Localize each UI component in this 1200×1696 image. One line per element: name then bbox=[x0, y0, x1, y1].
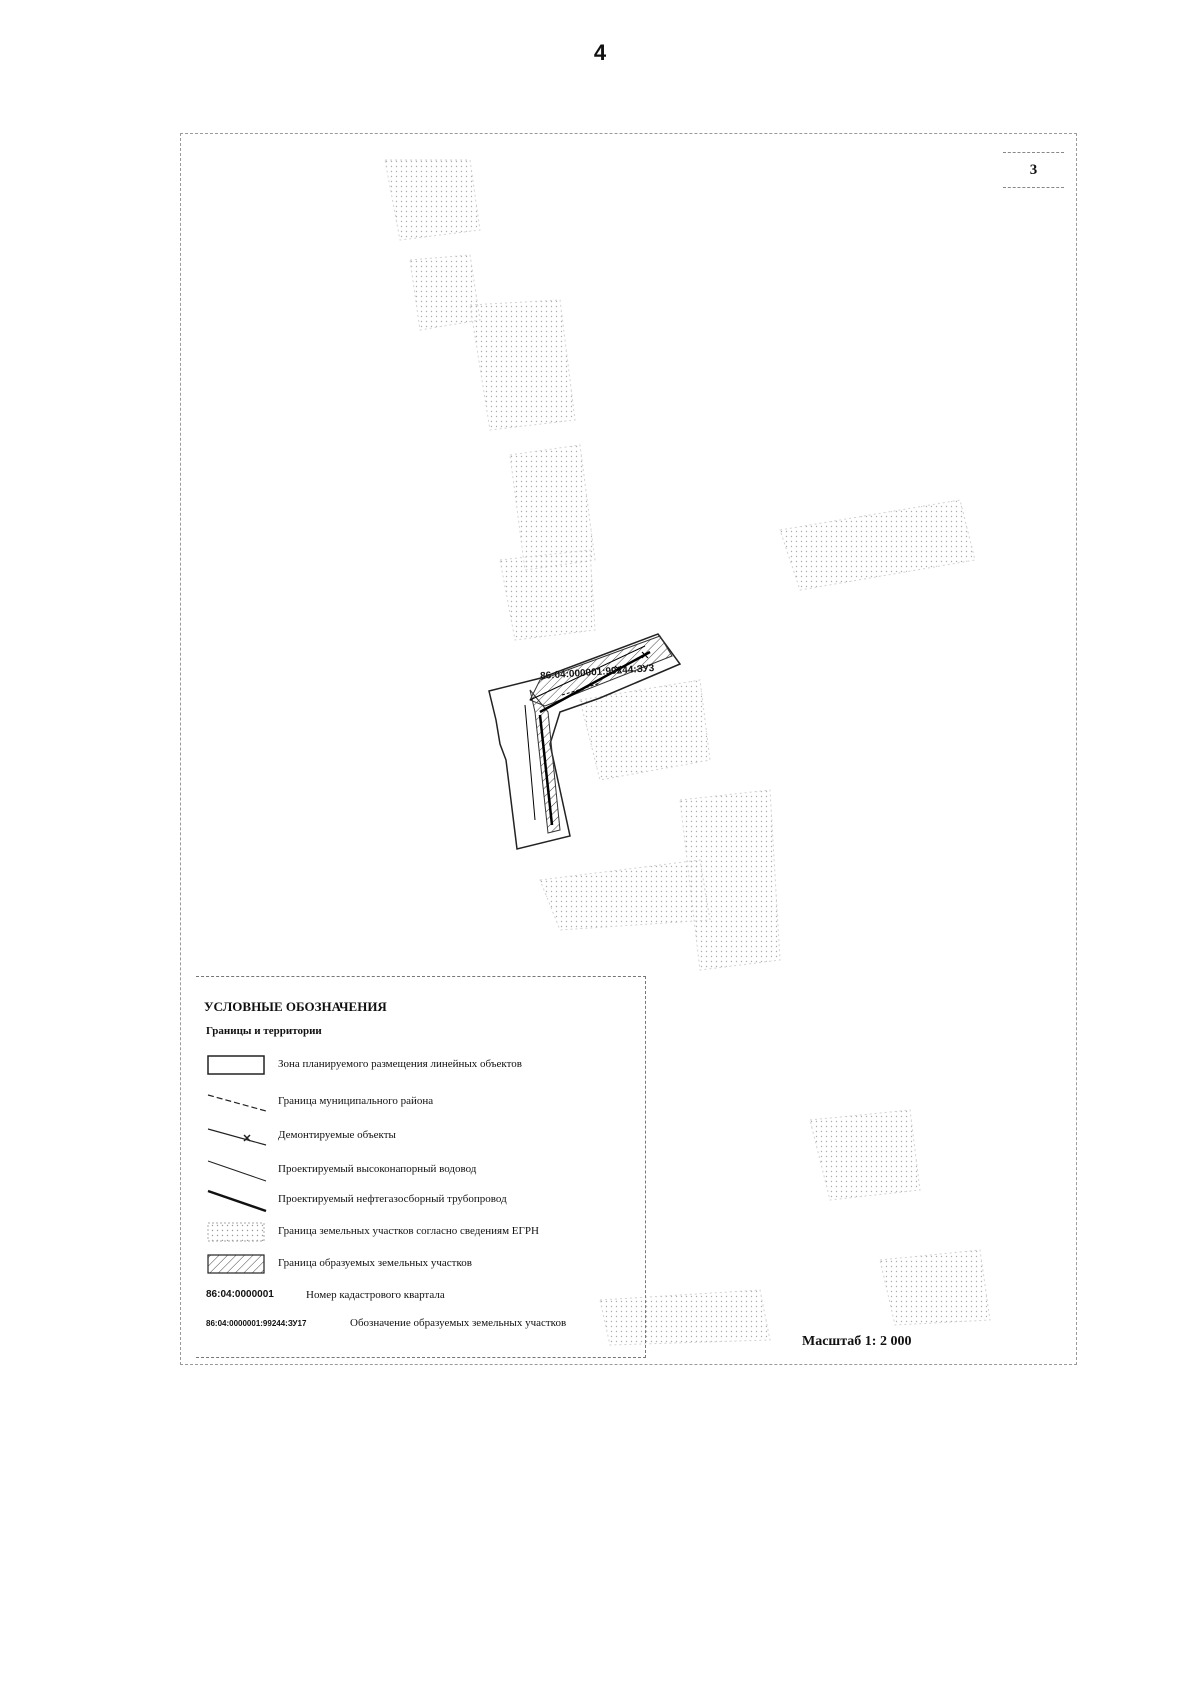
legend-label: Граница образуемых земельных участков bbox=[278, 1257, 472, 1269]
page-number: 4 bbox=[593, 40, 607, 65]
demolition-markers bbox=[614, 651, 649, 673]
legend-label: Номер кадастрового квартала bbox=[306, 1289, 445, 1301]
legend-label: Обозначение образуемых земельных участко… bbox=[350, 1317, 567, 1329]
cross-line-icon bbox=[207, 1128, 267, 1146]
legend-subtitle: Границы и территории bbox=[206, 1025, 322, 1037]
map-frame bbox=[180, 133, 1077, 1365]
pipelines bbox=[524, 645, 651, 826]
thin-line-icon bbox=[207, 1160, 267, 1182]
dotted-area-icon bbox=[207, 1222, 265, 1242]
formed-plot-code: 86:04:0000001:99244:ЗУ17 bbox=[206, 1319, 307, 1328]
legend-label: Демонтируемые объекты bbox=[278, 1129, 396, 1141]
legend-label: Граница муниципального района bbox=[278, 1095, 434, 1107]
legend: УСЛОВНЫЕ ОБОЗНАЧЕНИЯ Границы и территори… bbox=[196, 976, 646, 1358]
dashed-line-icon bbox=[207, 1094, 267, 1112]
legend-label: Граница земельных участков согласно свед… bbox=[278, 1225, 539, 1237]
legend-label: Проектируемый высоконапорный водовод bbox=[278, 1163, 477, 1175]
thick-line-icon bbox=[207, 1189, 267, 1213]
legend-title: УСЛОВНЫЕ ОБОЗНАЧЕНИЯ bbox=[204, 999, 387, 1014]
sheet-number: 3 bbox=[1003, 152, 1064, 188]
cadastral-quarter-code: 86:04:0000001 bbox=[206, 1289, 274, 1300]
legend-label: Проектируемый нефтегазосборный трубопров… bbox=[278, 1193, 507, 1205]
rect-outline-icon bbox=[207, 1055, 265, 1075]
scale-label: Масштаб 1: 2 000 bbox=[802, 1334, 912, 1349]
legend-label: Зона планируемого размещения линейных об… bbox=[278, 1058, 522, 1070]
hatched-area-icon bbox=[207, 1254, 265, 1274]
background-parcels bbox=[384, 159, 991, 1346]
